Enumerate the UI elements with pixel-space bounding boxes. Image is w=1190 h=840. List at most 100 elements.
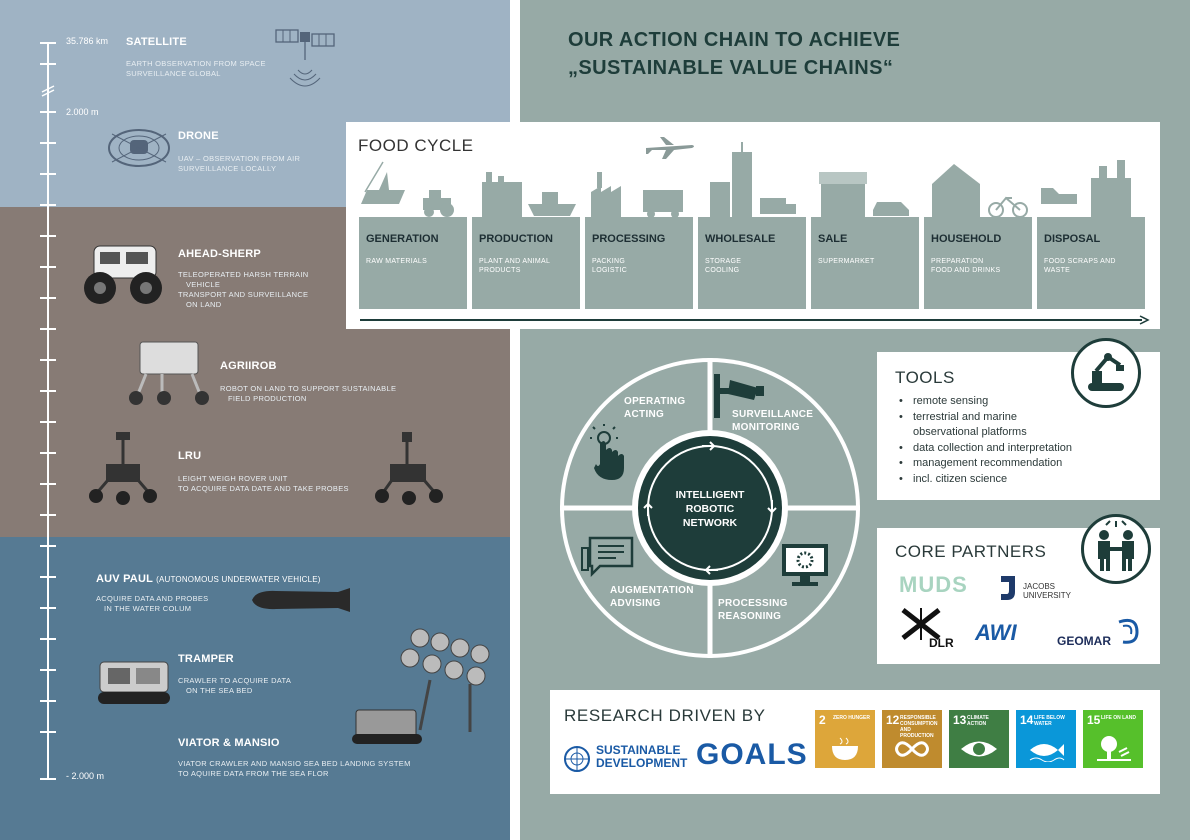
fish-icon bbox=[1029, 744, 1065, 762]
altitude-top: 35.786 km bbox=[66, 36, 109, 46]
ruler-tick bbox=[40, 390, 56, 392]
ruler-tick bbox=[40, 204, 56, 206]
sherp-vehicle-icon bbox=[84, 245, 162, 304]
tools-item: incl. citizen science bbox=[899, 472, 1072, 488]
skyscraper-truck-icon bbox=[710, 142, 796, 217]
vehicle-name-drone: DRONE bbox=[178, 130, 219, 142]
jacobs-logo-icon bbox=[1001, 576, 1015, 600]
garbage-truck-icon bbox=[1041, 160, 1131, 217]
robotic-network-diagram bbox=[560, 358, 860, 658]
vehicle-name-agriirob: AGRIIROB bbox=[220, 360, 277, 372]
agriirob-robot-icon bbox=[129, 341, 209, 405]
ruler-tick bbox=[40, 421, 56, 423]
tools-panel: TOOLS remote sensing terrestrial and mar… bbox=[877, 352, 1160, 500]
ruler-tick bbox=[40, 63, 56, 65]
stage-sale: SALE SUPERMARKET bbox=[811, 217, 919, 309]
vehicle-name-lru: LRU bbox=[178, 450, 202, 462]
ruler-tick bbox=[40, 545, 56, 547]
camera-icon bbox=[714, 374, 764, 418]
ruler-tick bbox=[40, 669, 56, 671]
ruler-tick bbox=[40, 514, 56, 516]
vehicle-desc-viator-mansio: VIATOR CRAWLER AND MANSIO SEA BED LANDIN… bbox=[178, 759, 411, 778]
ruler-tick bbox=[40, 607, 56, 609]
altitude-ruler bbox=[47, 42, 49, 780]
tools-item: remote sensing bbox=[899, 394, 1072, 410]
tools-title: TOOLS bbox=[895, 368, 955, 387]
robot-arm-icon bbox=[1071, 338, 1141, 408]
monitor-icon bbox=[782, 544, 828, 586]
eye-icon bbox=[961, 741, 997, 757]
ruler-tick bbox=[40, 638, 56, 640]
altitude-bottom: - 2.000 m bbox=[66, 771, 105, 781]
altitude-mid: 2.000 m bbox=[66, 107, 99, 117]
un-logo-icon bbox=[564, 746, 590, 772]
muds-logo: MUDS bbox=[899, 572, 968, 597]
ruler-tick bbox=[40, 173, 56, 175]
ruler-tick bbox=[40, 142, 56, 144]
food-cycle-arrow bbox=[360, 319, 1142, 321]
ruler-tick bbox=[40, 297, 56, 299]
tree-icon bbox=[1097, 736, 1131, 761]
ruler-tick bbox=[40, 778, 56, 780]
vehicle-name-ahead-sherp: AHEAD-SHERP bbox=[178, 248, 261, 260]
touch-icon bbox=[590, 424, 624, 480]
tools-item: management recommendation bbox=[899, 456, 1072, 472]
bowl-icon bbox=[832, 737, 858, 760]
awi-logo: AWI bbox=[975, 620, 1017, 645]
food-cycle-title: FOOD CYCLE bbox=[358, 136, 474, 155]
tools-list: remote sensing terrestrial and marine ob… bbox=[899, 394, 1072, 487]
tools-item: observational platforms bbox=[913, 426, 1027, 438]
lru-rover-icon bbox=[89, 432, 157, 505]
lru-rover-icon-2 bbox=[375, 432, 443, 505]
fishing-boat-tractor-icon bbox=[361, 161, 454, 217]
tramper-crawler-icon bbox=[98, 661, 170, 704]
tools-item: terrestrial and marine bbox=[899, 410, 1072, 426]
shop-car-icon bbox=[819, 172, 909, 217]
tools-item: data collection and interpretation bbox=[899, 441, 1072, 457]
chat-icon bbox=[581, 536, 634, 578]
house-bicycle-icon bbox=[932, 164, 1028, 217]
drone-icon bbox=[108, 129, 170, 167]
auv-torpedo-icon bbox=[252, 588, 350, 612]
geomar-logo-icon bbox=[1118, 618, 1139, 644]
core-partners-title: CORE PARTNERS bbox=[895, 542, 1047, 561]
factory-ship-icon bbox=[482, 172, 576, 217]
infinity-icon bbox=[895, 741, 929, 757]
research-title: RESEARCH DRIVEN BY bbox=[564, 706, 766, 725]
sea-band bbox=[0, 537, 510, 840]
ruler-tick bbox=[40, 42, 56, 44]
dlr-logo-icon bbox=[901, 608, 941, 640]
partners-people-icon bbox=[1081, 514, 1151, 584]
ruler-tick bbox=[40, 700, 56, 702]
sdg-goals-text: GOALS bbox=[696, 738, 808, 771]
stage-generation: GENERATION RAW MATERIALS bbox=[359, 217, 467, 309]
ruler-tick bbox=[40, 576, 56, 578]
ruler-tick bbox=[40, 235, 56, 237]
satellite-icon bbox=[275, 29, 335, 87]
ruler-tick bbox=[40, 328, 56, 330]
ruler-break-icon bbox=[41, 85, 55, 97]
vehicle-name-tramper: TRAMPER bbox=[178, 653, 234, 665]
